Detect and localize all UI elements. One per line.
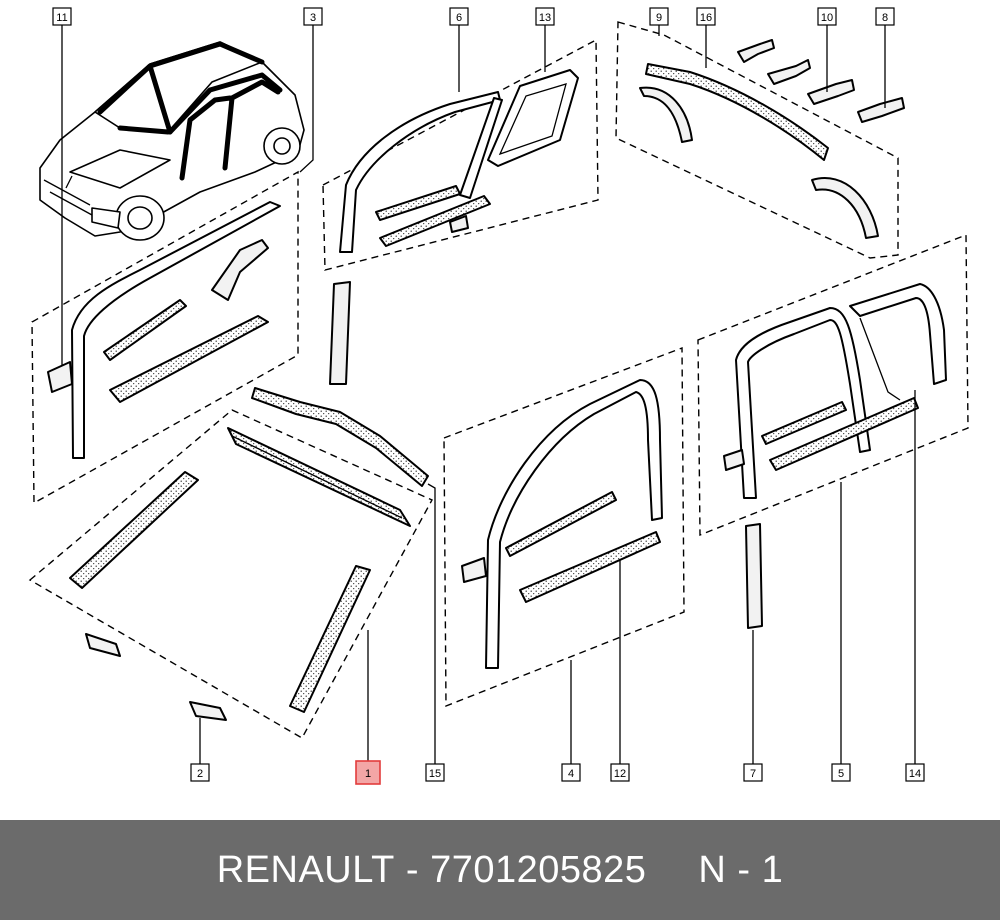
callout-9: 9 xyxy=(649,7,669,26)
parts-diagram: 11 3 6 13 9 16 10 8 2 1 15 4 xyxy=(28,7,969,785)
callout-15-text: 15 xyxy=(429,768,441,780)
callout-10-text: 10 xyxy=(821,12,833,24)
callout-1[interactable]: 1 xyxy=(355,760,381,785)
group-frame-windscreen xyxy=(28,409,433,739)
separator-text: - xyxy=(405,848,419,891)
callout-15: 15 xyxy=(425,763,445,782)
group-frame-rear-door xyxy=(322,38,599,271)
callout-6-text: 6 xyxy=(456,12,462,24)
callout-8-text: 8 xyxy=(882,12,888,24)
separator: - xyxy=(395,849,430,892)
callout-13: 13 xyxy=(535,7,555,26)
callout-11: 11 xyxy=(52,7,72,26)
callout-7: 7 xyxy=(743,763,763,782)
callout-4-text: 4 xyxy=(568,768,574,780)
callout-12: 12 xyxy=(610,763,630,782)
callout-16-text: 16 xyxy=(700,12,712,24)
car-illustration xyxy=(39,41,305,241)
windscreen-parts xyxy=(69,387,429,721)
brand-name: RENAULT xyxy=(216,848,395,891)
callout-5: 5 xyxy=(831,763,851,782)
callout-9-text: 9 xyxy=(656,12,662,24)
reference-note: N - 1 xyxy=(698,848,784,891)
group-frame-door-4 xyxy=(443,346,685,708)
callout-2: 2 xyxy=(190,763,210,782)
callout-6: 6 xyxy=(449,7,469,26)
callout-5-text: 5 xyxy=(838,768,844,780)
callout-2-text: 2 xyxy=(197,768,203,780)
callout-13-text: 13 xyxy=(539,12,551,24)
callout-11-text: 11 xyxy=(56,12,67,24)
callout-10: 10 xyxy=(817,7,837,26)
pillar-strip xyxy=(329,281,351,385)
door-4-seals xyxy=(461,379,663,669)
callout-16: 16 xyxy=(696,7,716,26)
callout-3: 3 xyxy=(303,7,323,26)
callout-3-text: 3 xyxy=(310,12,316,24)
leader-lines xyxy=(61,25,916,764)
callout-8: 8 xyxy=(875,7,895,26)
part-number: 7701205825 xyxy=(430,848,647,891)
callout-1-text: 1 xyxy=(365,768,371,780)
group-frame-door-5 xyxy=(697,233,969,537)
part-number-footer: RENAULT - 7701205825 N - 1 xyxy=(0,820,1000,920)
callout-12-text: 12 xyxy=(614,768,626,780)
roof-trim-parts xyxy=(639,39,905,239)
b-pillar-strip xyxy=(745,523,763,629)
rear-door-seals xyxy=(339,69,579,253)
callout-14-text: 14 xyxy=(909,768,921,780)
group-frame-roof-trim xyxy=(615,21,899,259)
door-5-seals xyxy=(723,283,947,499)
callout-4: 4 xyxy=(561,763,581,782)
callout-14: 14 xyxy=(905,763,925,782)
callout-7-text: 7 xyxy=(750,768,756,780)
front-door-seals xyxy=(47,201,281,459)
